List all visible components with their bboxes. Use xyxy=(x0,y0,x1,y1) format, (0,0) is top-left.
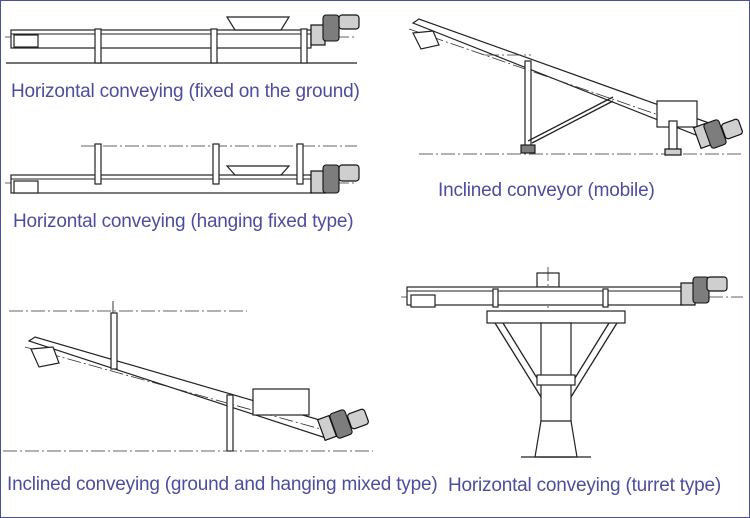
caption-horizontal-turret: Horizontal conveying (turret type) xyxy=(448,475,722,496)
caption-horizontal-ground: Horizontal conveying (fixed on the groun… xyxy=(11,81,360,102)
support-leg xyxy=(226,394,234,452)
turret-beam xyxy=(486,310,626,324)
motor xyxy=(322,164,340,194)
discharge-outlet xyxy=(410,294,436,308)
support-leg xyxy=(210,28,218,64)
motor-cap xyxy=(338,14,360,30)
feed-hopper xyxy=(225,16,291,31)
conveyor-trough xyxy=(10,29,312,49)
rear-support xyxy=(668,120,678,152)
conveyor-trough xyxy=(10,174,312,194)
motor-cap xyxy=(338,164,360,182)
caption-inclined-mobile: Inclined conveyor (mobile) xyxy=(438,180,655,201)
inclined-mobile-conveyor xyxy=(408,18,743,156)
column-collar xyxy=(536,374,576,386)
support-leg xyxy=(300,28,308,64)
discharge-outlet xyxy=(30,346,60,368)
feed-hopper xyxy=(225,165,291,176)
centerline xyxy=(24,346,336,434)
horizontal-ground-conveyor xyxy=(5,14,360,64)
strut xyxy=(570,322,618,398)
horizontal-hanging-conveyor xyxy=(5,143,360,194)
horizontal-turret-conveyor xyxy=(401,267,743,458)
motor-cap xyxy=(706,276,728,292)
joint xyxy=(602,288,609,308)
inclined-mixed-conveyor xyxy=(3,301,373,452)
brace xyxy=(531,100,614,144)
centerline xyxy=(408,28,706,132)
conveyor-trough xyxy=(406,286,684,306)
joint xyxy=(492,288,499,308)
column-base xyxy=(534,420,578,458)
discharge-outlet xyxy=(13,180,39,194)
hanger-rod xyxy=(110,312,118,370)
discharge-outlet xyxy=(13,34,39,48)
wheel xyxy=(520,144,536,154)
hanger-rod xyxy=(212,143,220,185)
base-plate xyxy=(664,148,682,156)
inclined-trough xyxy=(27,336,338,440)
caption-inclined-mixed: Inclined conveying (ground and hanging m… xyxy=(7,474,438,495)
hanger-rod xyxy=(296,143,304,185)
support-leg xyxy=(94,28,102,64)
caption-horizontal-hanging: Horizontal conveying (hanging fixed type… xyxy=(13,211,354,232)
motor xyxy=(703,119,727,149)
motor xyxy=(329,409,353,439)
brace xyxy=(527,96,614,142)
motor-cap xyxy=(721,118,743,140)
support-leg xyxy=(524,60,532,150)
strut xyxy=(494,322,542,398)
motor-cap xyxy=(347,408,369,430)
motor xyxy=(322,14,340,42)
discharge-outlet xyxy=(412,30,440,50)
hanger-rod xyxy=(94,143,102,185)
feed-hopper xyxy=(252,388,310,416)
